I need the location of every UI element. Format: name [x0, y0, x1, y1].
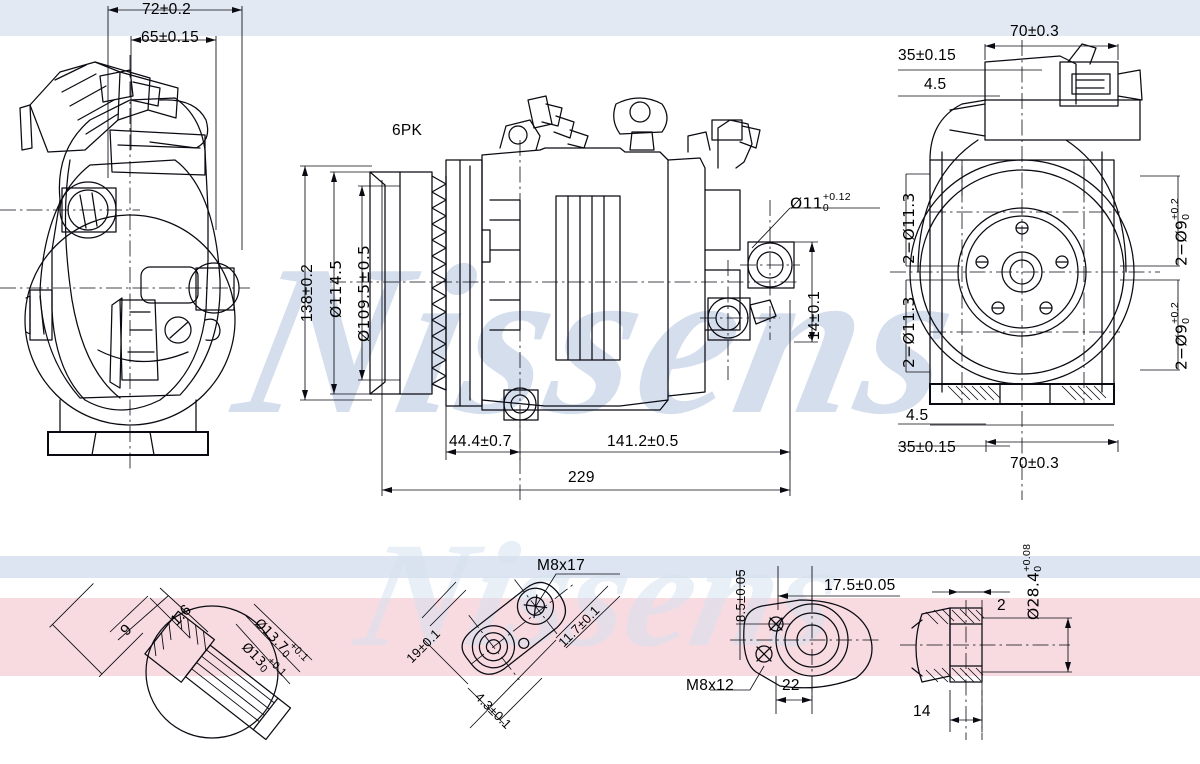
dimension-70-top: 70±0.3 [1010, 23, 1060, 40]
dia-11-upper: +0.12 [822, 191, 851, 203]
detail-shaft-seal [900, 589, 1072, 740]
dimension-4-5-top: 4.5 [924, 76, 947, 93]
dimension-lines-left [107, 6, 243, 250]
detail-mounting-boss [710, 566, 900, 714]
callout-6pk: 6PK [392, 122, 423, 139]
dimension-229: 229 [568, 469, 595, 486]
dia-28-4-lower: 0 [1031, 565, 1044, 572]
detail-d-dimension-2: 2 [997, 597, 1006, 614]
dia-11-base: Ø11 [790, 194, 823, 213]
dimension-lines-right [898, 43, 1180, 452]
detail-c-dimension-17-5: 17.5±0.05 [824, 577, 896, 594]
dimension-2-dia-11-3-upper: 2−Ø11.3 [900, 192, 918, 264]
dia-9b-lower: 0 [1179, 317, 1192, 324]
background-band-top [0, 0, 1200, 36]
dimension-4-5-bottom: 4.5 [906, 407, 929, 424]
detail-d-dimension-14: 14 [913, 703, 931, 720]
dia-9b-base: 2−Ø9 [1172, 323, 1191, 370]
view-left-side [0, 55, 250, 470]
dia-11-lower: 0 [822, 201, 829, 214]
detail-b-thread-m8x17: M8x17 [537, 557, 586, 574]
dimension-2-dia-11-3-lower: 2−Ø11.3 [900, 296, 918, 368]
dimension-70-bottom: 70±0.3 [1010, 455, 1060, 472]
dimension-lines-front [300, 165, 880, 496]
dimension-44-4: 44.4±0.7 [449, 433, 512, 450]
detail-c-thread-m8x12: M8x12 [686, 677, 735, 694]
detail-c-dimension-22: 22 [782, 677, 800, 694]
background-band-mid [0, 556, 1200, 578]
view-front-section [330, 95, 800, 500]
dimension-14: 14±0.1 [806, 290, 823, 340]
dimension-dia-109-5: Ø109.5±0.5 [355, 244, 373, 342]
detail-port-thread [49, 583, 313, 741]
dimension-141-2: 141.2±0.5 [607, 433, 679, 450]
view-right-side [890, 40, 1160, 500]
dimension-dia-114-5: Ø114.5 [327, 259, 345, 318]
dimension-138: 138±0.2 [299, 263, 316, 322]
dimension-65: 65±0.15 [141, 29, 200, 46]
detail-c-dimension-8-5: 8.5±0.05 [733, 569, 748, 622]
dimension-72: 72±0.2 [142, 1, 192, 18]
dia-9a-base: 2−Ø9 [1172, 219, 1191, 266]
background-band-pink [0, 598, 1200, 676]
dimension-35-top: 35±0.15 [898, 47, 957, 64]
dimension-35-bottom: 35±0.15 [898, 439, 957, 456]
dia-9a-lower: 0 [1179, 213, 1192, 220]
dia-28-4-base: Ø28.4 [1024, 571, 1043, 620]
detail-flange-bolt [421, 573, 621, 729]
